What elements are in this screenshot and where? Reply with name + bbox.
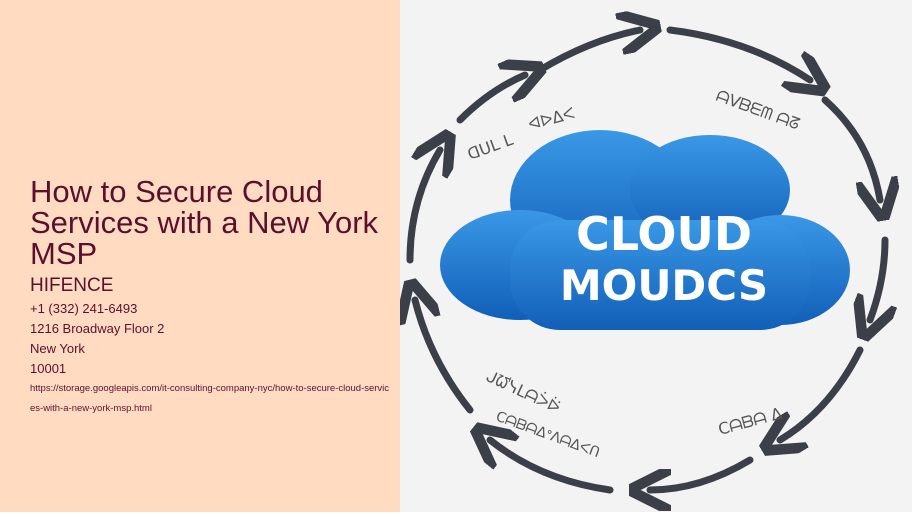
label-4: ᒍᘺᓭᒪᗩᐴᐖ (483, 366, 563, 417)
info-panel: How to Secure Cloud Services with a New … (0, 0, 400, 512)
label-1: ᗡᑌᒪ ᒪ (465, 130, 516, 164)
company-name: HIFENCE (30, 275, 114, 296)
cloud-cycle-graphic: CLOUD MOUDCS ᗡᑌᒪ ᒪ ᐊᐅᐃᐸ ᗩᐯᗷᗴᗰ ᗩᘔ ᒍᘺᓭᒪᗩᐴᐖ… (400, 0, 912, 512)
phone-number: +1 (332) 241-6493 (30, 301, 138, 316)
cycle-arrows-icon (410, 30, 885, 490)
page-title: How to Secure Cloud Services with a New … (30, 174, 379, 271)
zip-code: 10001 (30, 361, 67, 376)
label-6: Cᗩᗷᗩ ᐃ (716, 404, 784, 439)
cloud-text-line2: MOUDCS (560, 261, 768, 310)
cloud-text-line1: CLOUD (576, 207, 752, 261)
label-3: ᗩᐯᗷᗴᗰ ᗩᘔ (714, 86, 803, 134)
address: 1216 Broadway Floor 2 (30, 321, 165, 336)
page-url-link[interactable]: https://storage.googleapis.com/it-consul… (30, 383, 390, 414)
city: New York (30, 341, 85, 356)
cloud-illustration: CLOUD MOUDCS ᗡᑌᒪ ᒪ ᐊᐅᐃᐸ ᗩᐯᗷᗴᗰ ᗩᘔ ᒍᘺᓭᒪᗩᐴᐖ… (400, 0, 912, 512)
cloud-shape (440, 130, 850, 330)
label-2: ᐊᐅᐃᐸ (526, 103, 577, 134)
